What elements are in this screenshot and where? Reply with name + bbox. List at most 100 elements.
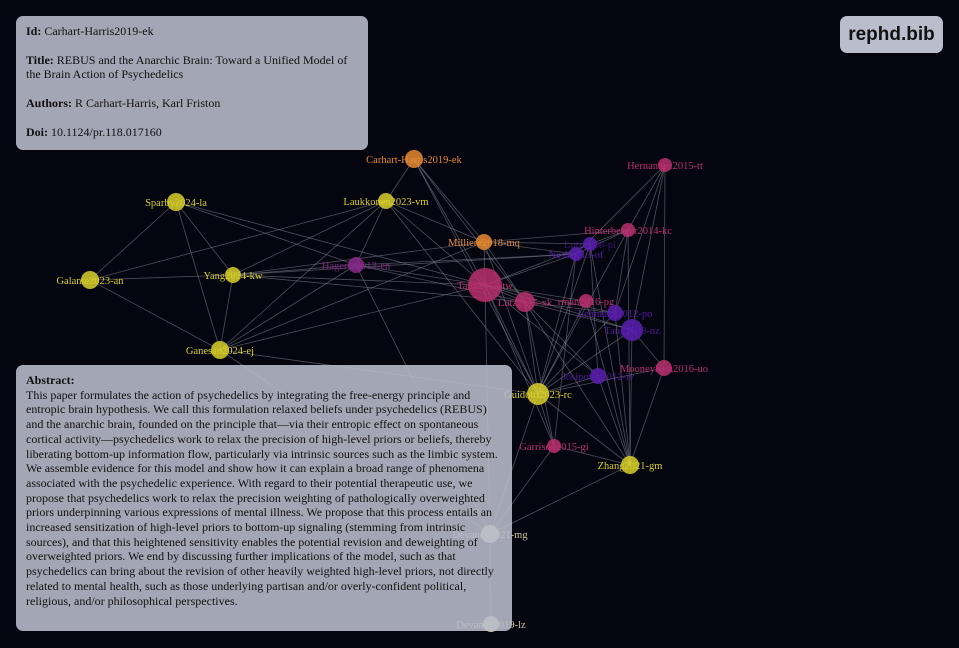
node-label[interactable]: Guidotti2023-rc bbox=[504, 390, 572, 401]
graph-node[interactable]: Mooneyham2016-uo bbox=[620, 360, 708, 376]
node-circle[interactable] bbox=[621, 319, 643, 341]
graph-node[interactable]: Josipovic2012-iv bbox=[562, 368, 635, 384]
paper-title: REBUS and the Anarchic Brain: Toward a U… bbox=[26, 53, 348, 81]
citation-edge bbox=[175, 201, 234, 276]
node-circle[interactable] bbox=[569, 247, 583, 261]
graph-node[interactable]: Zhang2021-gm bbox=[598, 456, 663, 474]
paper-authors: R Carhart-Harris, Karl Friston bbox=[75, 96, 221, 110]
node-label[interactable]: Sparby2024-la bbox=[145, 198, 207, 209]
node-circle[interactable] bbox=[656, 360, 672, 376]
bib-file-button[interactable]: rephd.bib bbox=[840, 16, 943, 53]
node-circle[interactable] bbox=[468, 268, 502, 302]
citation-edge bbox=[524, 301, 599, 377]
graph-node[interactable]: Garrison2015-gi bbox=[519, 439, 589, 453]
citation-edge bbox=[483, 241, 539, 395]
node-circle[interactable] bbox=[348, 257, 364, 273]
node-circle[interactable] bbox=[621, 223, 635, 237]
node-label[interactable]: Tang2009-nz bbox=[604, 326, 660, 337]
graph-node[interactable]: Guidotti2023-rc bbox=[504, 383, 572, 405]
node-circle[interactable] bbox=[579, 294, 593, 308]
node-circle[interactable] bbox=[527, 383, 549, 405]
node-label[interactable]: Josipovic2012-iv bbox=[562, 372, 635, 383]
graph-node[interactable]: Tang2009-nz bbox=[604, 319, 660, 341]
citation-edge bbox=[385, 200, 486, 286]
graph-node[interactable]: rman2016-pg bbox=[558, 294, 615, 308]
node-label[interactable]: Hernandez2015-tt bbox=[627, 161, 703, 172]
citation-edge bbox=[629, 329, 633, 466]
graph-node[interactable]: Lutz2015-xk bbox=[498, 292, 553, 312]
graph-node[interactable]: Carhart-Harris2019-ek bbox=[366, 150, 463, 168]
citation-edge bbox=[483, 241, 591, 245]
citation-edge bbox=[524, 301, 539, 395]
node-circle[interactable] bbox=[590, 368, 606, 384]
citation-edge bbox=[537, 243, 591, 395]
citation-edge bbox=[232, 274, 486, 286]
node-label[interactable]: Zhang2021-gm bbox=[598, 461, 663, 472]
citation-edge bbox=[355, 200, 387, 266]
node-circle[interactable] bbox=[583, 237, 597, 251]
paper-info-panel: Id: Carhart-Harris2019-ek Title: REBUS a… bbox=[16, 16, 368, 150]
doi-label: Doi: bbox=[26, 125, 48, 139]
graph-node[interactable]: Sparby2024-la bbox=[145, 193, 207, 211]
node-circle[interactable] bbox=[225, 267, 241, 283]
citation-edge bbox=[614, 164, 666, 314]
citation-edge bbox=[553, 445, 631, 466]
graph-node[interactable]: Hinterberger2014-kc bbox=[584, 223, 672, 237]
graph-node[interactable]: Hagerty2013-en bbox=[322, 257, 391, 273]
node-label[interactable]: Mooneyham2016-uo bbox=[620, 364, 708, 375]
node-circle[interactable] bbox=[621, 456, 639, 474]
graph-node[interactable]: Ganesan2024-ej bbox=[186, 341, 254, 359]
citation-edge bbox=[631, 164, 666, 331]
node-circle[interactable] bbox=[81, 271, 99, 289]
node-circle[interactable] bbox=[405, 150, 423, 168]
node-label[interactable]: Yang2024-kw bbox=[203, 271, 262, 282]
citation-edge bbox=[484, 284, 587, 302]
node-circle[interactable] bbox=[547, 439, 561, 453]
citation-edge bbox=[385, 200, 485, 243]
node-label[interactable]: Hagerty2013-en bbox=[322, 261, 391, 272]
citation-edge bbox=[553, 253, 577, 447]
node-circle[interactable] bbox=[607, 305, 623, 321]
node-circle[interactable] bbox=[167, 193, 185, 211]
node-label[interactable]: Laukkonen2023-vm bbox=[343, 197, 428, 208]
node-circle[interactable] bbox=[211, 341, 229, 359]
citation-edge bbox=[219, 284, 486, 351]
abstract-panel: Abstract: This paper formulates the acti… bbox=[16, 365, 512, 631]
node-label[interactable]: Lutz2008-pi bbox=[564, 240, 616, 251]
node-label[interactable]: rman2016-pg bbox=[558, 297, 615, 308]
citation-edge bbox=[575, 229, 629, 255]
abstract-text: This paper formulates the action of psyc… bbox=[26, 387, 498, 608]
node-label[interactable]: Carhart-Harris2019-ek bbox=[366, 155, 462, 166]
node-circle[interactable] bbox=[658, 158, 672, 172]
node-label[interactable]: Milliere2018-mq bbox=[448, 238, 520, 249]
node-label[interactable]: Lutz2015-xk bbox=[498, 298, 553, 309]
graph-node[interactable]: Milliere2018-mq bbox=[448, 234, 521, 250]
graph-node[interactable]: Yang2024-kw bbox=[203, 267, 263, 283]
node-circle[interactable] bbox=[515, 292, 535, 312]
node-label[interactable]: Garrison2015-gi bbox=[519, 442, 588, 453]
graph-node[interactable]: Tang2015-tw bbox=[457, 268, 513, 302]
citation-edge bbox=[537, 229, 629, 395]
citation-edge bbox=[537, 312, 616, 395]
graph-node[interactable]: Lutz2008-pi bbox=[564, 237, 616, 251]
paper-doi: 10.1124/pr.118.017160 bbox=[51, 125, 162, 139]
node-circle[interactable] bbox=[378, 193, 394, 209]
node-label[interactable]: Ganesan2024-ej bbox=[186, 346, 254, 357]
node-label[interactable]: Nash2013-of bbox=[549, 250, 604, 261]
node-circle[interactable] bbox=[476, 234, 492, 250]
graph-node[interactable]: Lehmann2012-po bbox=[578, 305, 653, 321]
node-label[interactable]: Hinterberger2014-kc bbox=[584, 226, 672, 237]
graph-node[interactable]: Nash2013-of bbox=[549, 247, 604, 261]
citation-edge bbox=[413, 158, 526, 303]
graph-node[interactable]: Laukkonen2023-vm bbox=[343, 193, 429, 209]
node-label[interactable]: Lehmann2012-po bbox=[578, 309, 653, 320]
citation-edge bbox=[385, 200, 539, 395]
node-label[interactable]: Tang2015-tw bbox=[457, 281, 513, 292]
node-label[interactable]: Galante2023-an bbox=[56, 276, 124, 287]
graph-node[interactable]: Galante2023-an bbox=[56, 271, 124, 289]
graph-node[interactable]: Hernandez2015-tt bbox=[627, 158, 703, 172]
citation-edge bbox=[175, 201, 357, 266]
citation-edge bbox=[627, 229, 631, 466]
citation-edge bbox=[597, 375, 631, 466]
